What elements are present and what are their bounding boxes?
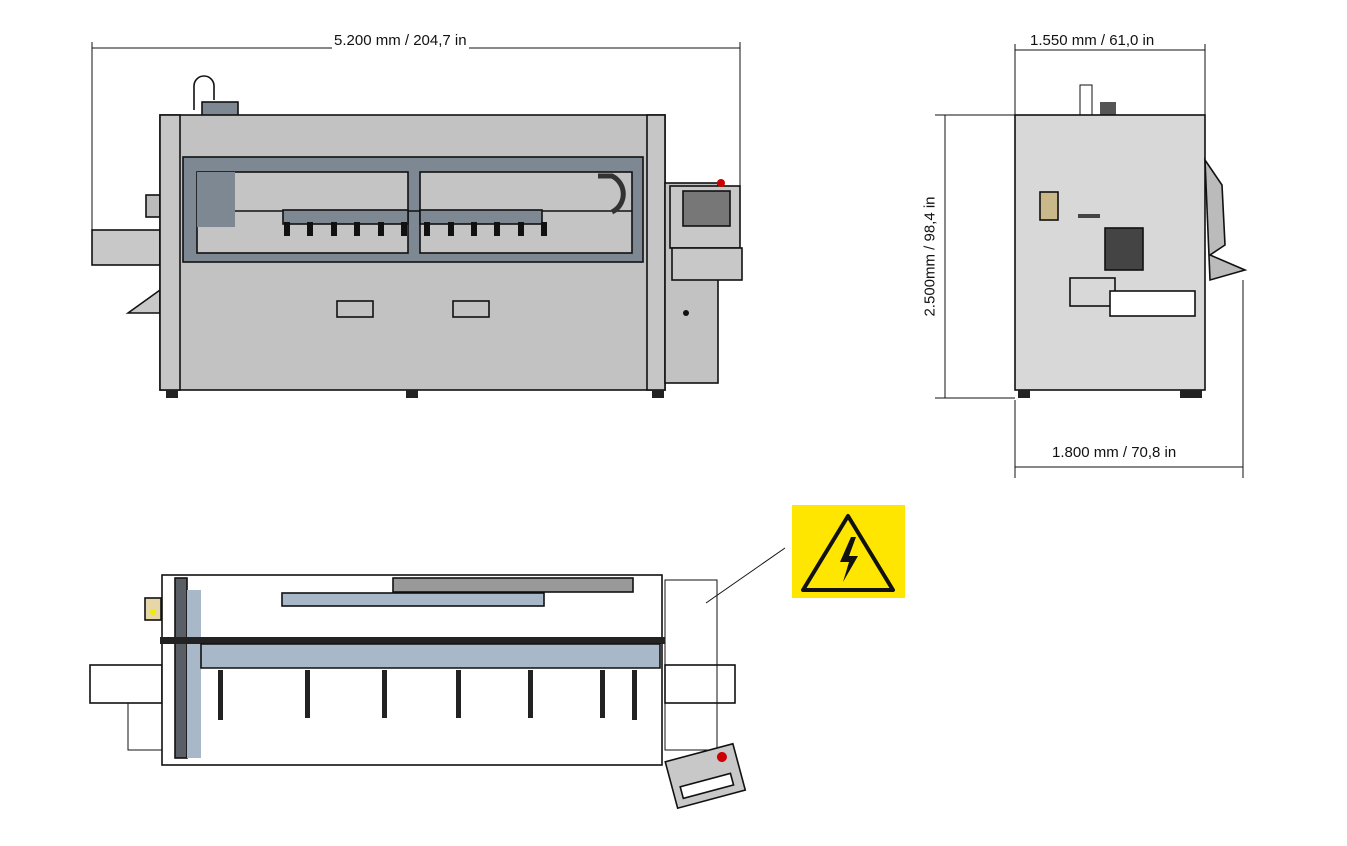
dimension-lines [91, 42, 1244, 604]
side-width-dimension: 1.550 mm / 61,0 in [1028, 32, 1157, 49]
handheld-control-unit [664, 742, 747, 810]
side-view [1014, 84, 1248, 398]
front-width-dimension: 5.200 mm / 204,7 in [332, 32, 469, 49]
side-depth-dimension: 1.800 mm / 70,8 in [1050, 444, 1179, 461]
side-height-dimension: 2.500mm / 98,4 in [921, 194, 939, 319]
high-voltage-warning-icon [792, 505, 905, 598]
top-view [89, 574, 747, 810]
front-view [91, 75, 743, 398]
